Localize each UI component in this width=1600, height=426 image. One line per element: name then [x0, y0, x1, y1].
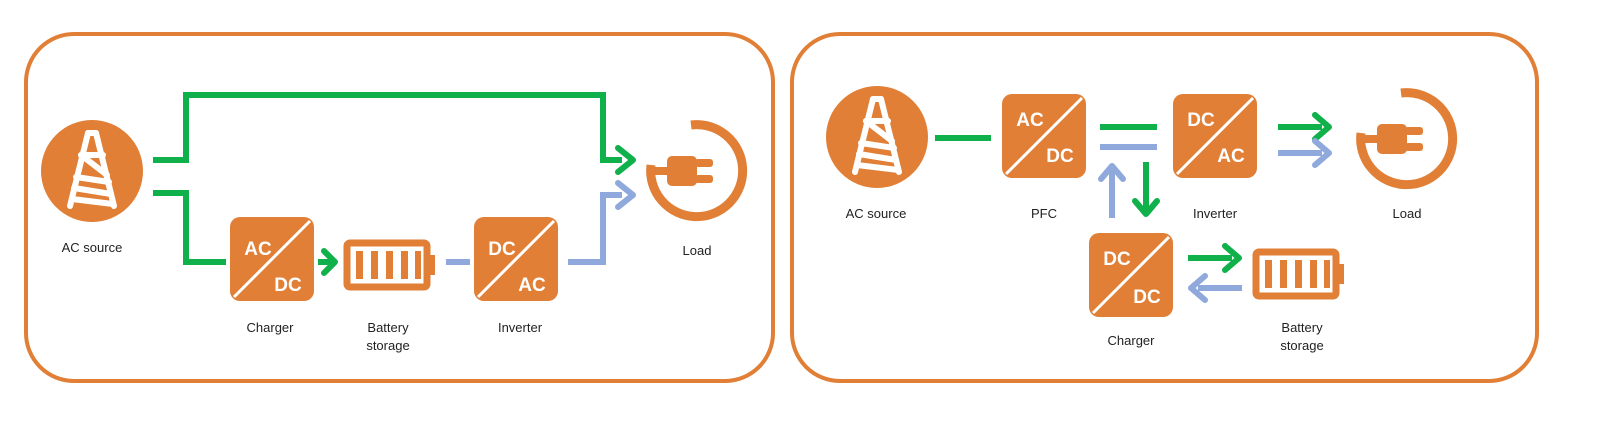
right-pfc-label: PFC: [1031, 206, 1057, 221]
right-inverter-block: DC AC: [1173, 94, 1257, 178]
left-ac-to-charger-line: [153, 190, 226, 265]
right-charger-label: Charger: [1108, 333, 1156, 348]
left-charger-block: AC DC: [230, 217, 314, 301]
left-charger-label: Charger: [247, 320, 295, 335]
right-bus-to-charger-arrowhead: [1132, 198, 1160, 217]
right-charger-output-label: DC: [1133, 287, 1161, 308]
left-inverter-output-label: AC: [518, 275, 546, 296]
right-charger-to-battery-arrowhead: [1222, 243, 1242, 273]
left-battery-label-line2: storage: [366, 338, 409, 353]
right-battery-icon: [1256, 252, 1344, 296]
left-inverter-to-load-line: [568, 192, 622, 265]
right-inverter-to-load-dc-arrowhead: [1312, 138, 1332, 168]
left-inverter-label: Inverter: [498, 320, 543, 335]
left-inverter-to-load-arrowhead: [615, 180, 636, 210]
right-battery-label-line1: Battery: [1281, 320, 1323, 335]
left-transmission-tower-icon: [41, 120, 143, 222]
right-ac-source-label: AC source: [846, 206, 907, 221]
left-inverter-input-label: DC: [488, 239, 516, 260]
left-ac-source-label: AC source: [62, 240, 123, 255]
right-pfc-input-label: AC: [1016, 110, 1044, 131]
right-battery-to-charger-arrowhead: [1188, 273, 1208, 303]
right-pfc-block: AC DC: [1002, 94, 1086, 178]
left-charger-to-battery-arrowhead: [321, 248, 338, 276]
left-load-label: Load: [683, 243, 712, 258]
right-battery-label-line2: storage: [1280, 338, 1323, 353]
left-battery-label-line1: Battery: [367, 320, 409, 335]
left-power-plug-icon: [651, 125, 743, 217]
right-inverter-label: Inverter: [1193, 206, 1238, 221]
left-ac-bypass-arrowhead: [615, 145, 636, 175]
right-inverter-input-label: DC: [1187, 110, 1215, 131]
left-ac-bypass-line: [153, 92, 622, 163]
right-load-label: Load: [1393, 206, 1422, 221]
right-power-plug-icon: [1361, 93, 1453, 185]
right-charger-block: DC DC: [1089, 233, 1173, 317]
right-charger-to-bus-arrowhead: [1098, 163, 1126, 182]
right-panel-frame: [790, 32, 1539, 383]
right-pfc-output-label: DC: [1046, 146, 1074, 167]
right-inverter-to-load-ac-arrowhead: [1312, 112, 1332, 142]
right-transmission-tower-icon: [826, 86, 928, 188]
left-charger-output-label: DC: [274, 275, 302, 296]
left-charger-input-label: AC: [244, 239, 272, 260]
left-panel-frame: [24, 32, 775, 383]
left-inverter-block: DC AC: [474, 217, 558, 301]
left-battery-icon: [347, 243, 435, 287]
right-inverter-output-label: AC: [1217, 146, 1245, 167]
right-charger-input-label: DC: [1103, 249, 1131, 270]
